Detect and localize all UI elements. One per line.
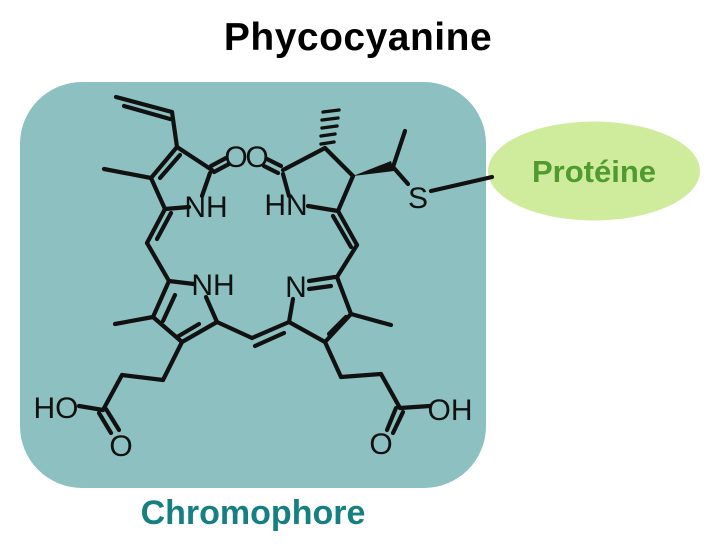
diagram-title: Phycocyanine [223,16,493,59]
stereo-wedge-bond [353,161,394,176]
central-methine-bridge [214,319,292,349]
atom-label-ring-b-nh: NH [191,269,234,302]
atom-label-ring-c-n: N [285,271,307,304]
ring-c-methyl [348,311,394,328]
atom-label-ring-d-hn: HN [264,189,307,222]
atom-label-left-acid-o: O [109,430,132,463]
ring-a-methyl [101,166,154,181]
atom-label-right-acid-oh: OH [428,394,473,427]
ring-c-bonds [286,274,354,345]
right-methine-bridge [330,208,360,280]
ring-b-methyl [112,314,156,327]
atom-label-left-acid-ho: HO [34,392,79,425]
atom-label-ring-d-o: O [245,141,268,174]
right-propionic-acid [322,339,433,436]
ring-d-bonds [261,145,356,214]
atom-label-ring-a-o: O [224,141,247,174]
thioether-side-chain [390,128,495,194]
ring-b-bonds [150,278,220,345]
atom-label-thioether-s: S [408,182,428,215]
protein-label: Protéine [531,153,657,189]
protein-ellipse [488,121,700,221]
atom-label-ring-a-nh: NH [184,191,227,224]
chromophore-background-box [20,82,486,488]
left-propionic-acid [76,339,185,436]
atom-label-right-acid-o: O [369,428,392,461]
left-methine-bridge [144,206,174,284]
ring-a-bonds [148,144,232,212]
vinyl-group [113,94,180,150]
chromophore-label: Chromophore [140,494,366,532]
ring-d-hashed-methyl [319,108,341,146]
